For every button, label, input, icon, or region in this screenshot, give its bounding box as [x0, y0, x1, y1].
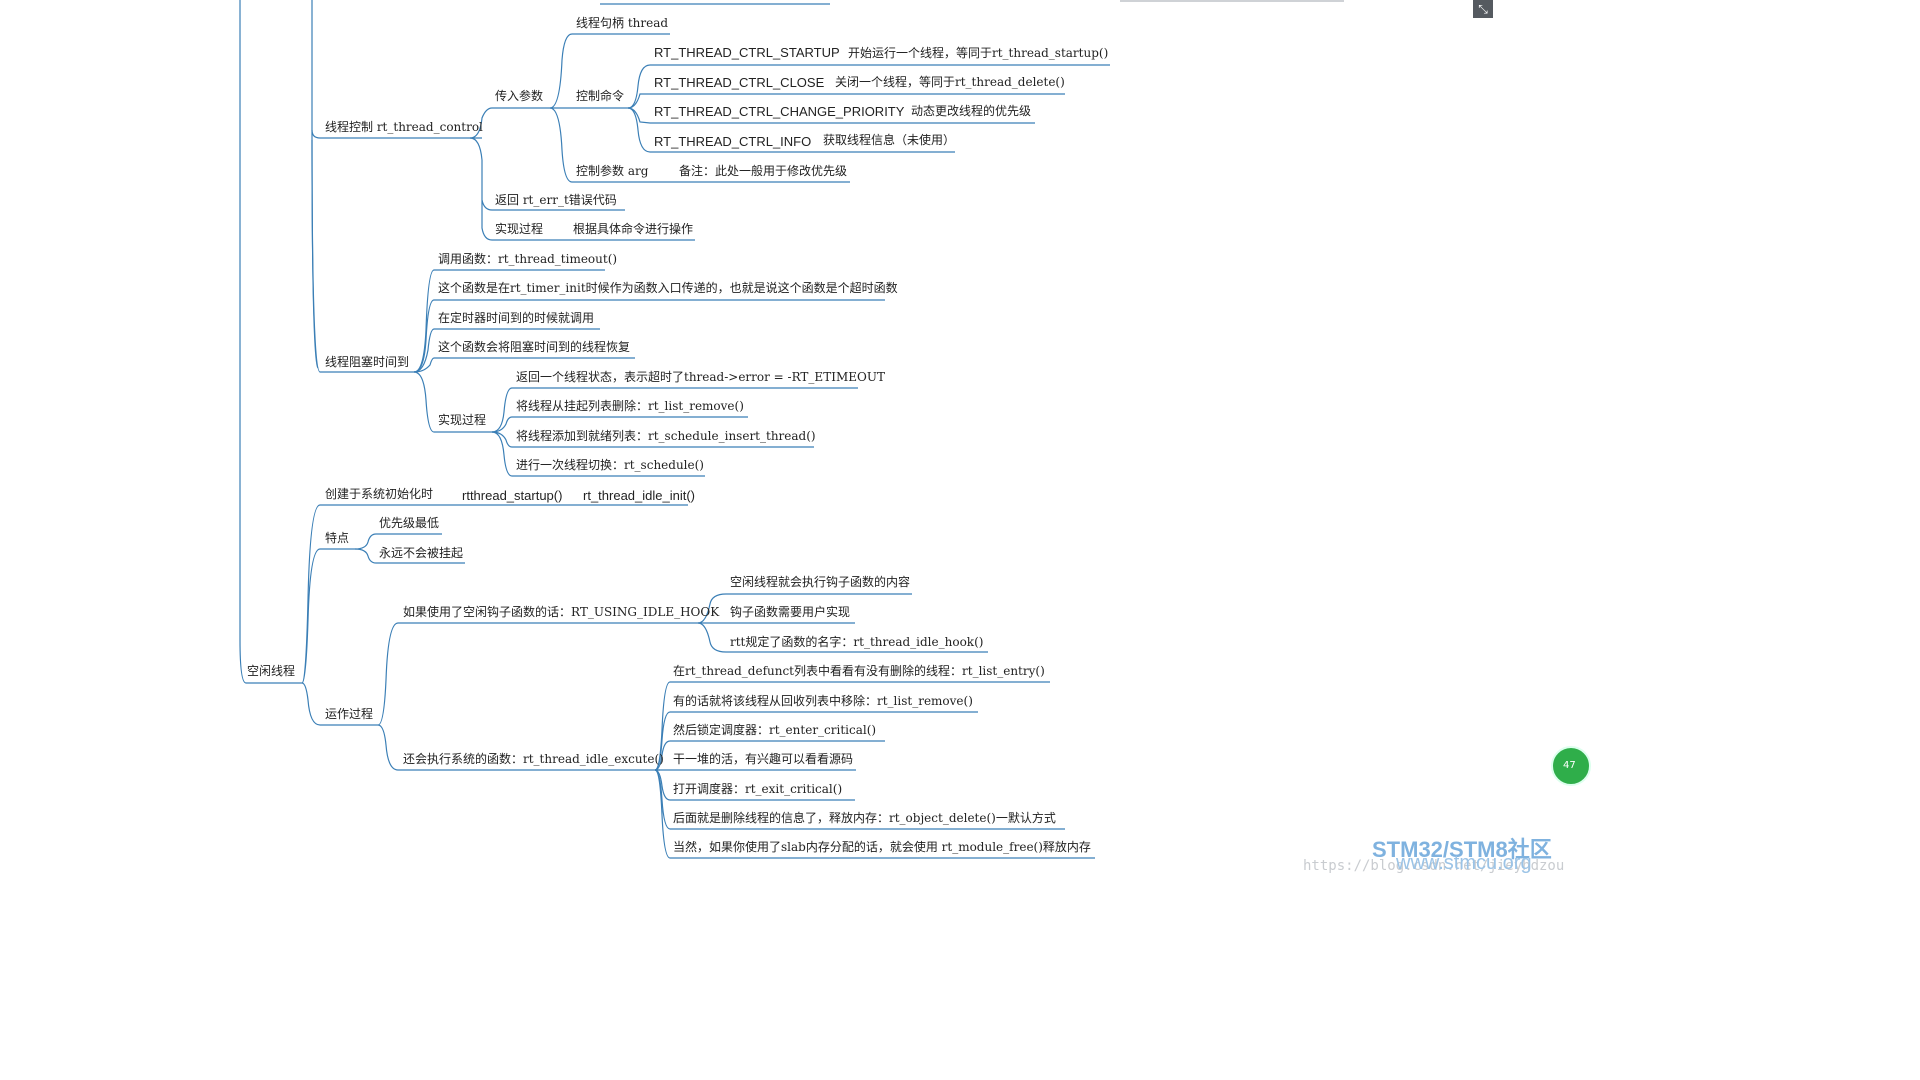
node-timeout-step4[interactable]: 进行一次线程切换：rt_schedule() — [516, 458, 704, 472]
node-excute1[interactable]: 在rt_thread_defunct列表中看看有没有删除的线程：rt_list_… — [673, 664, 1045, 678]
node-cmd-close[interactable]: RT_THREAD_CTRL_CLOSE — [654, 75, 825, 90]
collapse-arrows-icon[interactable]: ⤡ — [1473, 0, 1493, 18]
node-excute5[interactable]: 打开调度器：rt_exit_critical() — [673, 782, 843, 796]
node-excute6[interactable]: 后面就是删除线程的信息了，释放内存：rt_object_delete()一默认方… — [673, 811, 1056, 825]
node-ctrl-handle[interactable]: 线程句柄 thread — [576, 16, 669, 30]
node-excute7[interactable]: 当然，如果你使用了slab内存分配的话，就会使用 rt_module_free(… — [673, 840, 1091, 854]
node-cmd-startup[interactable]: RT_THREAD_CTRL_STARTUP — [654, 45, 840, 60]
node-ctrl-cmd[interactable]: 控制命令 — [576, 89, 625, 103]
node-timeout-impl[interactable]: 实现过程 — [438, 413, 487, 427]
node-ctrl-return[interactable]: 返回 rt_err_t错误代码 — [495, 193, 617, 207]
node-idle-run[interactable]: 运作过程 — [325, 707, 374, 721]
node-idle-excute[interactable]: 还会执行系统的函数：rt_thread_idle_excute() — [403, 752, 664, 766]
node-timeout-note3[interactable]: 这个函数会将阻塞时间到的线程恢复 — [438, 340, 631, 354]
node-cmd-info[interactable]: RT_THREAD_CTRL_INFO — [654, 134, 812, 149]
node-ctrl-params[interactable]: 传入参数 — [495, 89, 544, 103]
floating-badge[interactable]: 47 — [1551, 746, 1591, 786]
node-timeout[interactable]: 线程阻塞时间到 — [325, 355, 410, 369]
node-idle-create[interactable]: 创建于系统初始化时 — [325, 487, 434, 501]
node-ctrl-arg[interactable]: 控制参数 arg — [576, 164, 649, 178]
node-idle-feature[interactable]: 特点 — [325, 531, 350, 545]
node-timeout-step3[interactable]: 将线程添加到就绪列表：rt_schedule_insert_thread() — [516, 429, 816, 443]
node-idle-hook3[interactable]: rtt规定了函数的名字：rt_thread_idle_hook() — [730, 635, 984, 649]
node-cmd-startup-desc[interactable]: 开始运行一个线程，等同于rt_thread_startup() — [848, 46, 1109, 60]
node-excute4[interactable]: 干一堆的活，有兴趣可以看看源码 — [673, 752, 854, 766]
watermark-url: https://blog.csdn.net/jieyhdzou — [1303, 858, 1565, 874]
node-timeout-note2[interactable]: 在定时器时间到的时候就调用 — [438, 311, 595, 325]
node-cmd-info-desc[interactable]: 获取线程信息（未使用） — [823, 133, 956, 147]
node-idle-hook2[interactable]: 钩子函数需要用户实现 — [730, 605, 851, 619]
node-excute2[interactable]: 有的话就将该线程从回收列表中移除：rt_list_remove() — [673, 694, 973, 708]
node-timeout-note1[interactable]: 这个函数是在rt_timer_init时候作为函数入口传递的，也就是说这个函数是… — [438, 281, 898, 295]
node-thread-control[interactable]: 线程控制 rt_thread_control — [325, 120, 483, 134]
node-idle-hook1[interactable]: 空闲线程就会执行钩子函数的内容 — [730, 575, 911, 589]
spine-root — [239, 0, 247, 684]
node-excute3[interactable]: 然后锁定调度器：rt_enter_critical() — [673, 723, 877, 737]
node-idle-hook[interactable]: 如果使用了空闲钩子函数的话：RT_USING_IDLE_HOOK — [403, 605, 720, 619]
node-cmd-close-desc[interactable]: 关闭一个线程，等同于rt_thread_delete() — [835, 75, 1065, 89]
node-timeout-call[interactable]: 调用函数：rt_thread_timeout() — [438, 252, 618, 266]
node-cmd-priority[interactable]: RT_THREAD_CTRL_CHANGE_PRIORITY — [654, 104, 905, 119]
node-ctrl-impl[interactable]: 实现过程 — [495, 222, 544, 236]
node-idle-create-f2[interactable]: rt_thread_idle_init() — [583, 488, 696, 503]
node-idle-thread[interactable]: 空闲线程 — [247, 664, 296, 678]
watermark-site: www.stmcu.org — [1396, 852, 1532, 874]
node-idle-create-f1[interactable]: rtthread_startup() — [462, 488, 563, 503]
scroll-indicator — [1120, 0, 1344, 2]
watermark-brand: STM32/STM8社区 — [1372, 837, 1552, 862]
node-cmd-priority-desc[interactable]: 动态更改线程的优先级 — [911, 104, 1032, 118]
mindmap-canvas — [239, 0, 1110, 859]
node-ctrl-impl-desc[interactable]: 根据具体命令进行操作 — [573, 222, 694, 236]
node-idle-feature2[interactable]: 永远不会被挂起 — [379, 546, 464, 560]
node-timeout-step1[interactable]: 返回一个线程状态，表示超时了thread->error = -RT_ETIMEO… — [516, 370, 885, 384]
node-ctrl-arg-note[interactable]: 备注：此处一般用于修改优先级 — [679, 164, 848, 178]
node-timeout-step2[interactable]: 将线程从挂起列表删除：rt_list_remove() — [516, 399, 744, 413]
node-idle-feature1[interactable]: 优先级最低 — [379, 516, 440, 530]
